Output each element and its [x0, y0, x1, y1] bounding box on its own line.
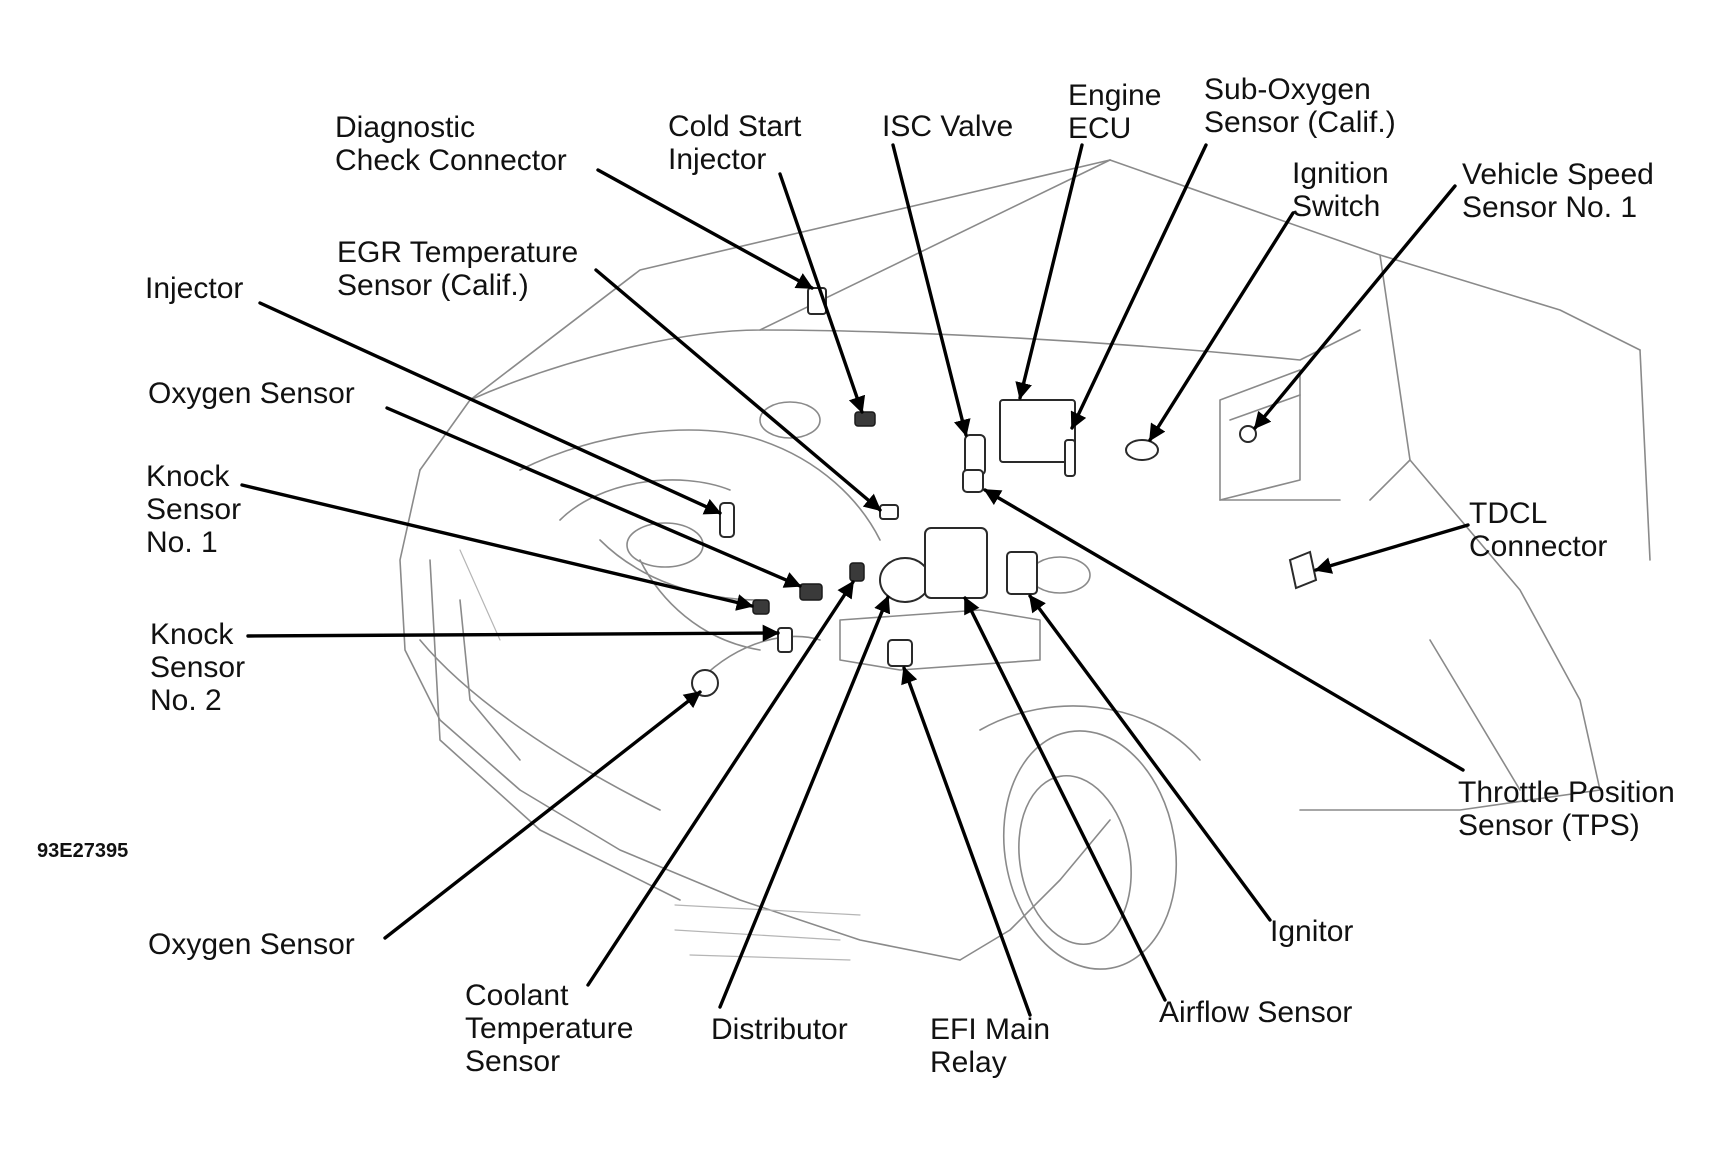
leader-ignitor — [1028, 594, 1272, 922]
label-ignition-switch: Ignition Switch — [1292, 157, 1389, 223]
leader-diagnostic-check-connector — [596, 168, 814, 290]
label-vehicle-speed-sensor: Vehicle Speed Sensor No. 1 — [1462, 158, 1654, 224]
leader-ignition-switch — [1148, 211, 1295, 442]
cold-start-injector-icon — [854, 411, 876, 427]
sub-oxygen-sensor-icon — [1064, 439, 1076, 477]
ignition-switch-icon — [1125, 439, 1159, 461]
label-engine-ecu: Engine ECU — [1068, 79, 1162, 145]
coolant-sensor-icon — [849, 562, 865, 582]
leader-injector — [258, 301, 722, 515]
leader-lines — [240, 143, 1470, 1017]
leader-engine-ecu — [1015, 143, 1084, 400]
label-throttle-position-sensor: Throttle Position Sensor (TPS) — [1458, 776, 1675, 842]
egr-sensor-icon — [879, 504, 899, 520]
efi-main-relay-icon — [887, 639, 913, 667]
vehicle-outline — [399, 159, 1651, 970]
airflow-sensor-icon — [924, 527, 988, 599]
label-knock-sensor-1: Knock Sensor No. 1 — [146, 460, 242, 559]
label-egr-temperature-sensor: EGR Temperature Sensor (Calif.) — [337, 236, 579, 302]
leader-knock-sensor-1 — [240, 483, 754, 611]
label-coolant-temperature-sensor: Coolant Temperature Sensor — [465, 979, 634, 1078]
leader-knock-sensor-2 — [246, 624, 780, 642]
oxygen-sensor-lower-icon — [691, 669, 719, 697]
label-oxygen-sensor-upper: Oxygen Sensor — [148, 377, 355, 410]
tdcl-connector-icon — [1288, 550, 1318, 590]
leader-coolant-temperature-sensor — [586, 580, 855, 987]
label-oxygen-sensor-lower: Oxygen Sensor — [148, 928, 355, 961]
leader-throttle-position-sensor — [983, 488, 1465, 772]
label-sub-oxygen-sensor: Sub-Oxygen Sensor (Calif.) — [1204, 73, 1396, 139]
label-efi-main-relay: EFI Main Relay — [930, 1013, 1051, 1079]
leader-tdcl-connector — [1314, 523, 1470, 574]
leader-vehicle-speed-sensor — [1253, 184, 1457, 430]
label-injector: Injector — [145, 272, 244, 305]
label-isc-valve: ISC Valve — [882, 110, 1014, 143]
label-ignitor: Ignitor — [1270, 915, 1354, 948]
label-cold-start-injector: Cold Start Injector — [668, 110, 802, 176]
throttle-position-sensor-icon — [962, 469, 984, 493]
leader-sub-oxygen-sensor — [1070, 143, 1208, 430]
oxygen-sensor-upper-icon — [799, 583, 823, 601]
leader-egr-temperature-sensor — [594, 268, 882, 512]
leader-cold-start-injector — [778, 172, 866, 414]
injector-icon — [719, 502, 735, 538]
label-airflow-sensor: Airflow Sensor — [1159, 996, 1353, 1029]
leader-efi-main-relay — [901, 666, 1032, 1017]
components — [691, 287, 1318, 697]
knock-sensor-1-icon — [752, 599, 770, 615]
leader-oxygen-sensor-lower — [383, 690, 702, 940]
figure-code: 93E27395 — [37, 840, 129, 862]
label-distributor: Distributor — [711, 1013, 848, 1046]
engine-ecu-icon — [999, 399, 1076, 463]
label-knock-sensor-2: Knock Sensor No. 2 — [150, 618, 246, 717]
label-tdcl-connector: TDCL Connector — [1469, 497, 1608, 563]
knock-sensor-2-icon — [777, 627, 793, 653]
leader-airflow-sensor — [963, 596, 1167, 1002]
leader-distributor — [718, 595, 891, 1009]
leader-isc-valve — [891, 143, 971, 437]
leader-oxygen-sensor-upper — [385, 406, 802, 588]
vehicle-speed-sensor-icon — [1239, 425, 1257, 443]
label-diagnostic-check-connector: Diagnostic Check Connector — [335, 111, 567, 177]
ignitor-icon — [1006, 551, 1038, 595]
